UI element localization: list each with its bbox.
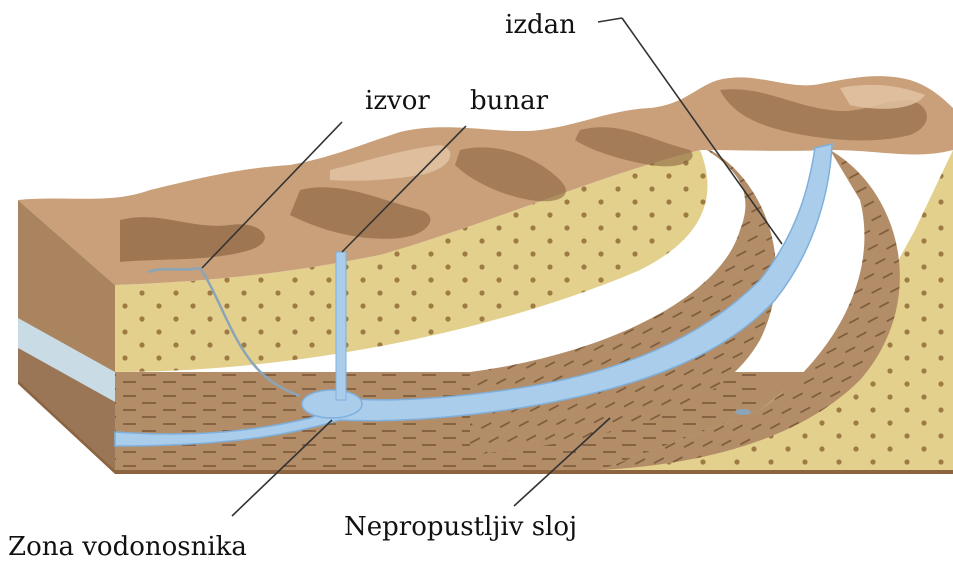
label-izvor: izvor [365, 88, 430, 114]
label-bunar: bunar [470, 88, 548, 114]
label-izdan: izdan [505, 12, 576, 38]
spring-pool [735, 409, 751, 415]
well-pool [302, 390, 362, 418]
well-shaft [336, 252, 346, 400]
label-zona-vodonosnika: Zona vodonosnika [8, 534, 247, 560]
label-nepropustljiv-sloj: Nepropustljiv sloj [344, 514, 577, 540]
leader-izdan [598, 18, 622, 22]
